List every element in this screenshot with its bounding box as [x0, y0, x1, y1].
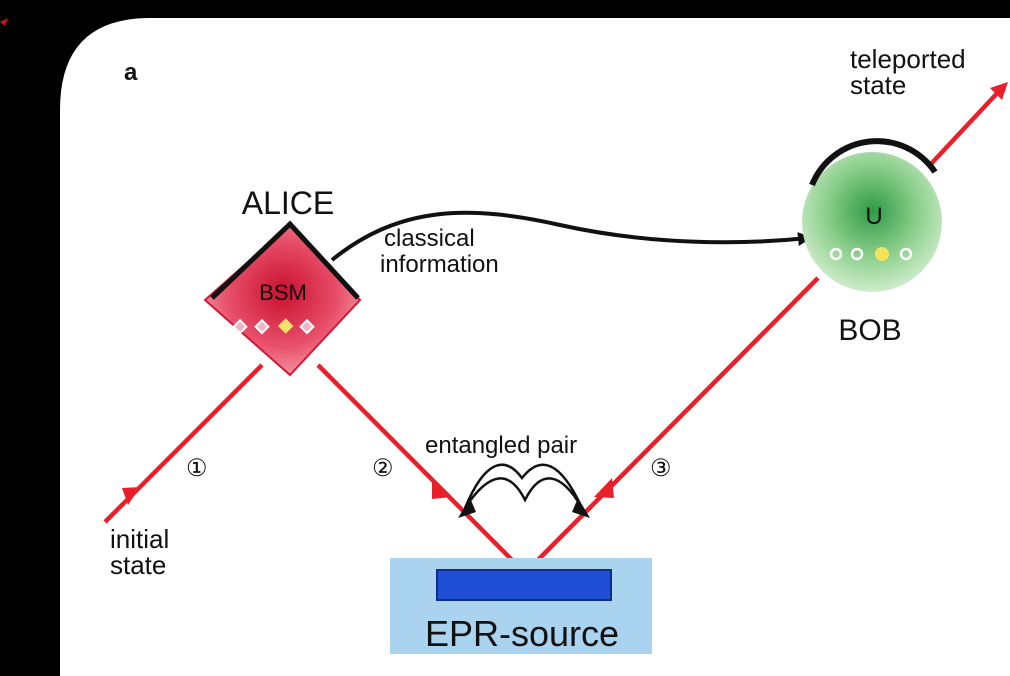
- bob-detectors: [829, 247, 913, 261]
- initial-label-line1: initial: [110, 524, 169, 554]
- beam-alice-source: [316, 363, 524, 572]
- bob-detector-2: [850, 247, 864, 261]
- bob-circle-arc: [809, 138, 938, 187]
- bob-node: U BOB: [802, 138, 942, 347]
- detector-4: [299, 318, 315, 335]
- entangled-wave-2: [463, 463, 584, 509]
- bob-detector-1: [829, 247, 843, 261]
- alice-diamond-top-edge: [210, 220, 360, 300]
- epr-source-label: EPR-source: [425, 613, 619, 654]
- arrow-beam-2: [432, 480, 452, 499]
- corner-mark: [0, 18, 8, 26]
- classical-label-line2: information: [380, 251, 499, 278]
- arrow-beam-3: [594, 478, 614, 498]
- alice-label: ALICE: [242, 185, 334, 221]
- beam-marker-3: ③: [650, 455, 672, 482]
- entangled-wave-1: [463, 477, 584, 509]
- beam-marker-2: ②: [372, 455, 394, 482]
- beam-paths: [103, 82, 1008, 572]
- bob-label: BOB: [838, 314, 901, 347]
- alice-inner-label: BSM: [259, 280, 307, 305]
- teleported-label-line2: state: [850, 70, 906, 100]
- alice-node: ALICE BSM: [203, 185, 362, 377]
- entangled-label: entangled pair: [425, 432, 577, 459]
- epr-source: EPR-source: [390, 558, 652, 654]
- panel-letter: a: [124, 59, 138, 86]
- entangled-arrow-right: [572, 498, 590, 518]
- bob-inner-label: U: [865, 203, 882, 230]
- panel-background: [60, 18, 1010, 676]
- beam-marker-1: ①: [186, 455, 208, 482]
- entangled-arrow-left: [458, 498, 476, 518]
- beam-teleported: [928, 86, 1004, 167]
- classical-channel-arrow: [330, 210, 812, 262]
- bob-detector-3: [875, 247, 889, 261]
- entangled-pair-symbol: [458, 463, 590, 518]
- epr-crystal: [436, 569, 612, 601]
- detector-2: [254, 318, 270, 335]
- alice-detectors: [232, 318, 315, 335]
- arrow-teleported: [990, 82, 1008, 100]
- initial-label-line2: state: [110, 550, 166, 580]
- detector-1: [232, 318, 248, 335]
- teleported-label-line1: teleported: [850, 44, 966, 74]
- bob-detector-4: [899, 247, 913, 261]
- detector-3: [277, 318, 294, 334]
- arrow-initial: [122, 487, 140, 505]
- classical-label-line1: classical: [384, 225, 475, 252]
- beam-source-bob: [526, 276, 820, 572]
- bob-circle: [802, 152, 942, 292]
